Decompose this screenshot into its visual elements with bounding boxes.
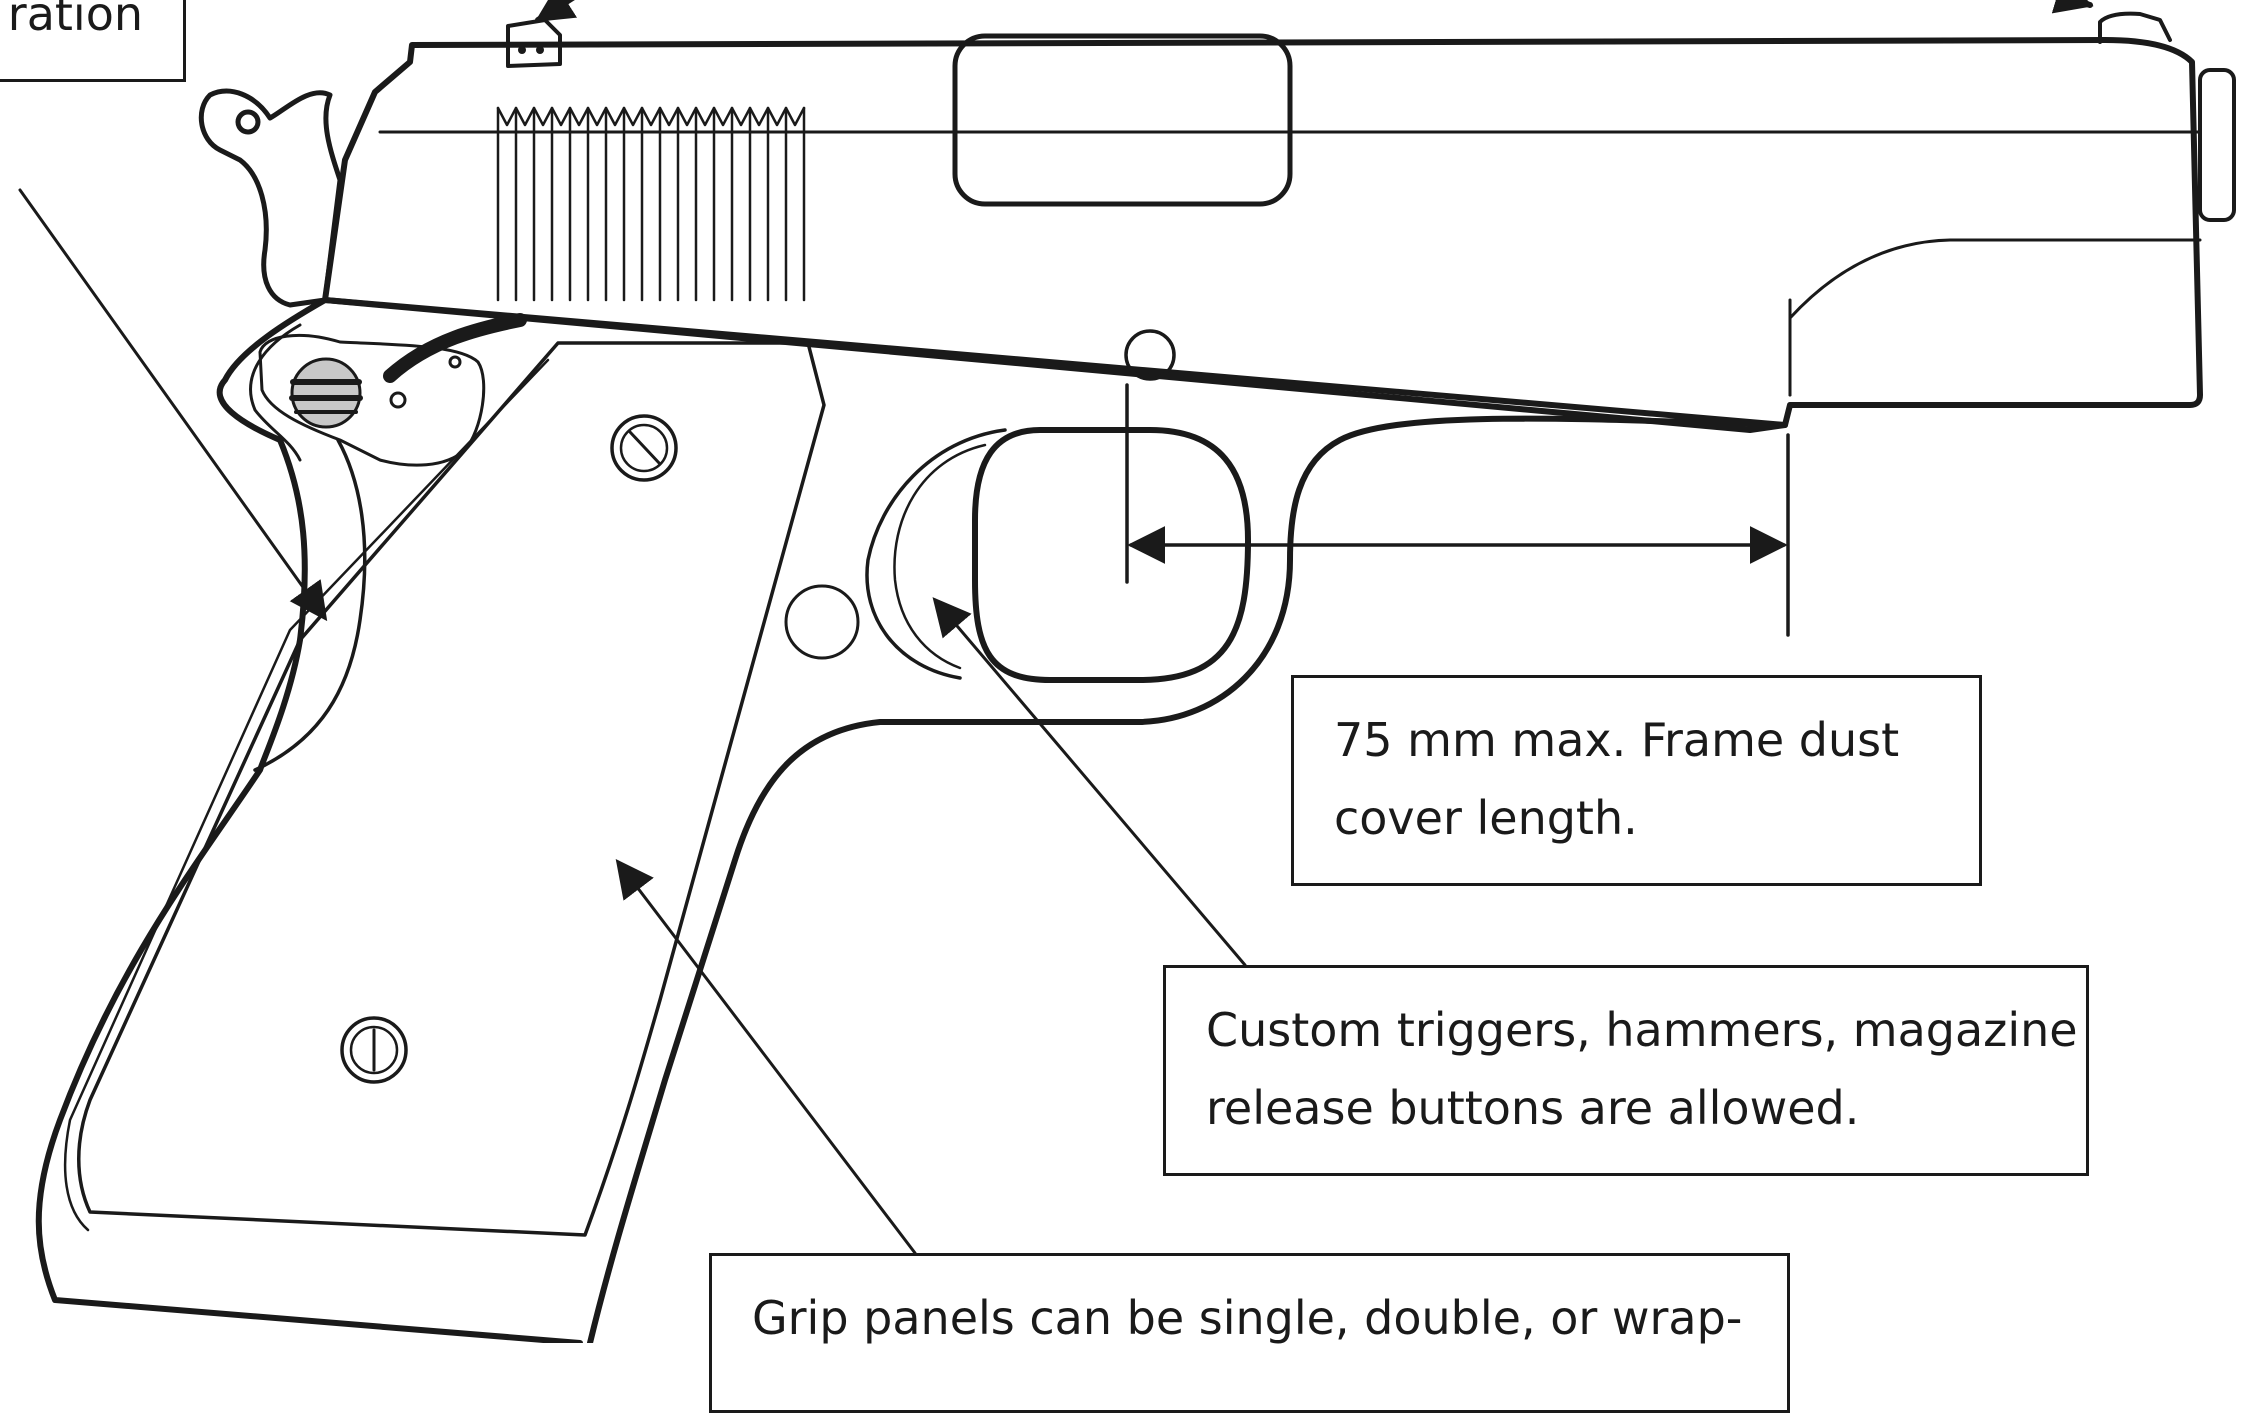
frame-outline (322, 297, 1788, 1343)
slide-stop-pin (290, 357, 362, 429)
callout-top-left-line-1: ration (7, 0, 143, 41)
dust-cover-dimension (1125, 383, 1790, 637)
slide-lower-step (1788, 238, 2202, 397)
ejection-port (952, 33, 1293, 207)
callout-grip-panels-line-1: Grip panels can be single, double, or wr… (752, 1291, 1743, 1345)
callout-custom-parts-line-1: Custom triggers, hammers, magazine (1206, 1003, 2078, 1057)
callout-dust-cover: 75 mm max. Frame dust cover length. (1291, 675, 1982, 886)
callout-grip-panels: Grip panels can be single, double, or wr… (709, 1253, 1790, 1413)
callout-top-left: ration (0, 0, 186, 82)
rear-sight (506, 18, 562, 68)
grip-panel (77, 341, 826, 1237)
front-sight (2098, 11, 2172, 44)
leader-arrow-rear-sight (534, 0, 578, 23)
leader-arrow-custom-parts (932, 597, 1247, 967)
thumb-safety (258, 333, 486, 467)
slide-outline (322, 37, 2203, 433)
trigger (865, 428, 1007, 680)
slide-stop-lever (383, 313, 527, 383)
slide-serrations (496, 106, 806, 302)
callout-custom-parts: Custom triggers, hammers, magazine relea… (1163, 965, 2089, 1176)
grip-screw-top (610, 414, 678, 482)
callout-dust-cover-line-2: cover length. (1334, 791, 1638, 845)
hammer (198, 88, 343, 308)
leader-arrow-top-left (18, 188, 328, 622)
leader-arrow-front-sight (2051, 0, 2094, 14)
callout-dust-cover-line-1: 75 mm max. Frame dust (1334, 713, 1900, 767)
frame-rear (35, 297, 583, 1343)
slide-rear-cap (2198, 68, 2236, 222)
beavertail-inner (249, 323, 302, 462)
slide-stop-hole (1124, 329, 1176, 381)
grip-screw-bottom (340, 1016, 408, 1084)
trigger-guard (972, 427, 1251, 683)
callout-custom-parts-line-2: release buttons are allowed. (1206, 1081, 1860, 1135)
trigger-inner (893, 443, 987, 670)
grip-panel-inner (63, 358, 550, 1232)
magazine-release (784, 584, 860, 660)
grip-safety (253, 438, 367, 772)
pistol-outline-drawing (18, 0, 2236, 1343)
leader-arrow-grip-panels (615, 858, 917, 1255)
